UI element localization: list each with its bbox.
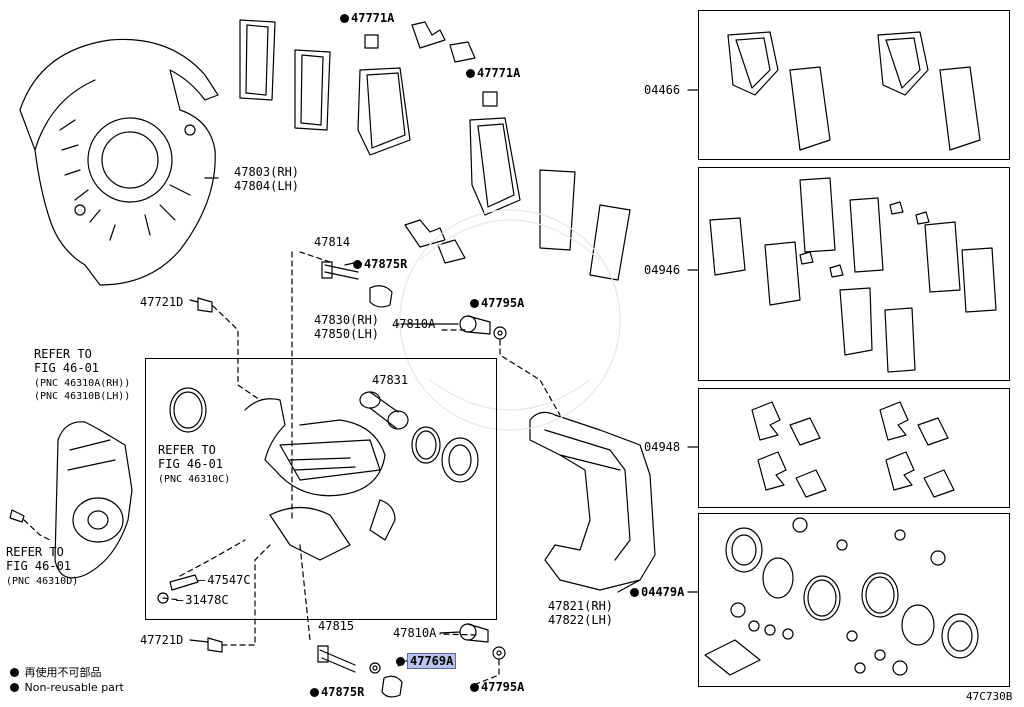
part-label-47769a[interactable]: 47769A (396, 653, 457, 669)
part-label-04479a[interactable]: 04479A (630, 586, 684, 599)
watermark-logo (399, 209, 621, 431)
refer-line: FIG 46-01 (6, 559, 72, 573)
refer-line: (PNC 46310B(LH)) (34, 391, 131, 402)
non-reusable-dot-icon (353, 260, 362, 269)
kit-04479a-box (698, 513, 1010, 687)
diagram-code: 47C730B (966, 690, 1013, 703)
brake-pad-top-drawing (357, 67, 631, 281)
part-number: 47795A (481, 296, 525, 310)
part-number: 47875R (321, 685, 365, 699)
part-label-47547c[interactable]: –47547C (198, 573, 251, 587)
kit-04946-drawing (709, 177, 997, 373)
leader-lines (23, 251, 561, 685)
part-label-47821[interactable]: 47821(RH) (548, 599, 614, 613)
part-label-04946[interactable]: 04946 (644, 263, 681, 277)
part-number: 31478C (185, 593, 229, 607)
non-reusable-dot-icon (470, 683, 479, 692)
caliper-bracket-drawing (529, 411, 656, 591)
refer-line: REFER TO (34, 347, 92, 361)
part-label-47771a-mid[interactable]: 47771A (466, 67, 520, 80)
guide-pin-drawing (197, 261, 507, 340)
non-reusable-dot-icon (340, 14, 349, 23)
part-label-47831[interactable]: 47831 (372, 373, 409, 387)
part-label-47771a-top[interactable]: 47771A (340, 12, 394, 25)
legend-jp: 再使用不可部品 (10, 664, 102, 680)
part-label-04466[interactable]: 04466 (644, 83, 681, 97)
refer-line: (PNC 46310D) (6, 576, 79, 587)
part-label-47795a-bot[interactable]: 47795A (470, 681, 524, 694)
part-label-47850[interactable]: 47850(LH) (314, 327, 380, 341)
part-number: 47771A (477, 66, 521, 80)
part-label-47830[interactable]: 47830(RH) (314, 313, 380, 327)
part-label-31478c[interactable]: –31478C (176, 593, 229, 607)
kit-04948-box (698, 388, 1010, 508)
refer-line: (PNC 46310A(RH)) (34, 378, 131, 389)
part-number: 47547C (207, 573, 251, 587)
kit-04948-drawing (751, 401, 955, 498)
part-label-47875r-bot[interactable]: 47875R (310, 686, 364, 699)
part-number: 47771A (351, 11, 395, 25)
dust-shield-drawing (19, 38, 219, 286)
non-reusable-dot-icon (470, 299, 479, 308)
right-leaders (189, 89, 699, 643)
non-reusable-dot-icon (466, 69, 475, 78)
part-number: 47795A (481, 680, 525, 694)
refer-line: (PNC 46310C) (158, 474, 231, 485)
kit-04466-box (698, 10, 1010, 160)
clips-drawing (364, 21, 498, 264)
refer-line: REFER TO (6, 545, 64, 559)
part-label-47810a-top[interactable]: 47810A (392, 317, 436, 331)
part-label-04948[interactable]: 04948 (644, 440, 681, 454)
refer-line: FIG 46-01 (34, 361, 100, 375)
part-label-47803[interactable]: 47803(RH) (234, 165, 300, 179)
part-label-47795a-top[interactable]: 47795A (470, 297, 524, 310)
legend-en: Non-reusable part (10, 681, 124, 694)
part-label-47804[interactable]: 47804(LH) (234, 179, 300, 193)
part-label-47875r-top[interactable]: 47875R (353, 258, 407, 271)
non-reusable-dot-icon (10, 683, 19, 692)
parking-motor-drawing (9, 421, 133, 579)
part-label-47721d-top[interactable]: 47721D (140, 295, 184, 309)
kit-04946-box (698, 167, 1010, 381)
kit-04466-drawing (727, 31, 981, 151)
legend-jp-text: 再使用不可部品 (24, 666, 102, 679)
part-label-47814[interactable]: 47814 (314, 235, 351, 249)
non-reusable-dot-icon (10, 668, 19, 677)
part-label-47815[interactable]: 47815 (318, 619, 355, 633)
refer-line: REFER TO (158, 443, 216, 457)
part-number: 47875R (364, 257, 408, 271)
non-reusable-dot-icon (310, 688, 319, 697)
caliper-box (145, 358, 497, 620)
pad-shims-drawing (239, 19, 331, 131)
part-number: 04479A (641, 585, 685, 599)
part-label-47721d-bot[interactable]: 47721D (140, 633, 184, 647)
part-label-47810a-bot[interactable]: 47810A (393, 626, 437, 640)
caliper-assembly-drawing (157, 387, 479, 604)
non-reusable-dot-icon (396, 657, 405, 666)
kit-04479a-drawing (704, 517, 979, 676)
bottom-bolts-drawing (207, 623, 506, 698)
part-number-highlighted: 47769A (407, 653, 457, 669)
legend-en-text: Non-reusable part (24, 681, 124, 694)
part-label-47822[interactable]: 47822(LH) (548, 613, 614, 627)
refer-line: FIG 46-01 (158, 457, 224, 471)
non-reusable-dot-icon (630, 588, 639, 597)
